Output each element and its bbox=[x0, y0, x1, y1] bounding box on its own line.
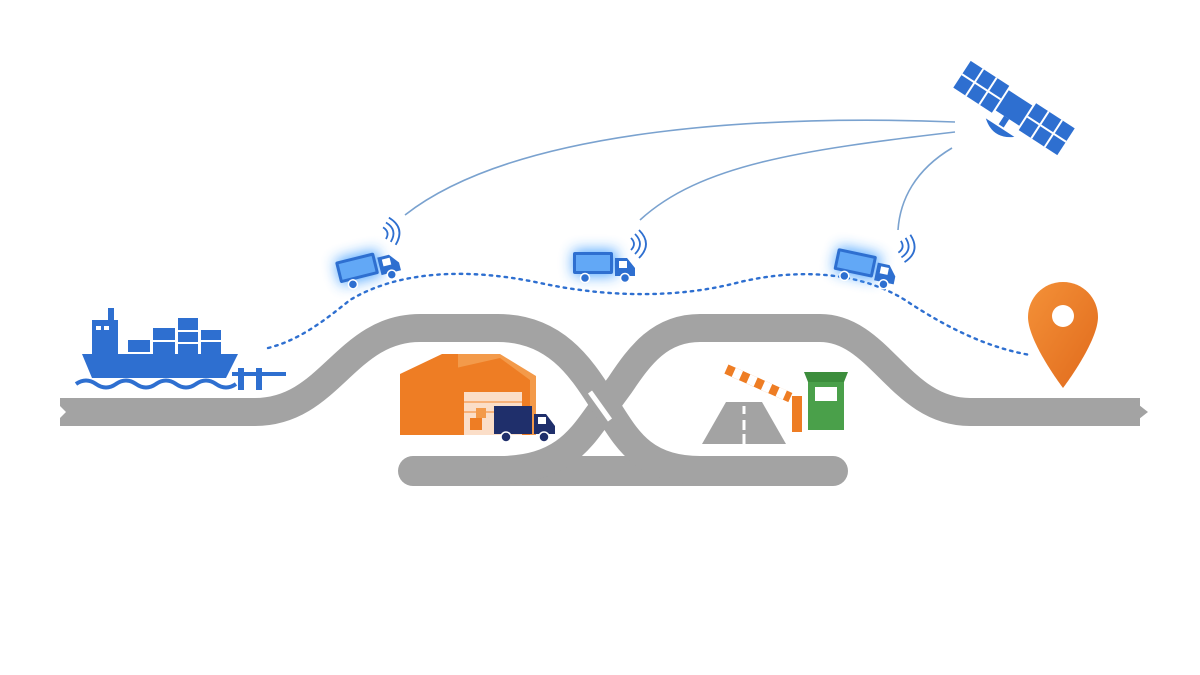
main-road-left bbox=[60, 314, 701, 484]
main-road-right bbox=[750, 314, 1140, 426]
delivery-van-icon bbox=[494, 406, 555, 443]
wifi-signal-icon bbox=[382, 216, 401, 246]
signal-arc-2 bbox=[639, 131, 956, 221]
road-arrow-head bbox=[1130, 398, 1148, 426]
signal-arcs bbox=[404, 119, 956, 231]
destination-pin-icon bbox=[1028, 282, 1098, 388]
tracked-truck-3 bbox=[833, 234, 916, 290]
wifi-signal-icon bbox=[897, 234, 916, 263]
tracked-truck-icon bbox=[573, 252, 635, 284]
wifi-signal-icon bbox=[630, 229, 647, 259]
tracked-truck-icon bbox=[833, 248, 896, 290]
tracking-route bbox=[266, 272, 1032, 357]
lower-road bbox=[398, 456, 848, 486]
tracked-truck-2 bbox=[573, 229, 647, 284]
road-tail-notch bbox=[52, 398, 66, 426]
tracked-truck-1 bbox=[335, 216, 401, 290]
road-network bbox=[52, 314, 1148, 486]
toll-gate-icon bbox=[702, 364, 848, 444]
satellite-icon bbox=[953, 60, 1075, 156]
signal-arc-3 bbox=[897, 147, 953, 231]
signal-arc-1 bbox=[404, 119, 956, 216]
tracked-truck-icon bbox=[335, 252, 401, 290]
container-ship-icon bbox=[74, 308, 286, 390]
